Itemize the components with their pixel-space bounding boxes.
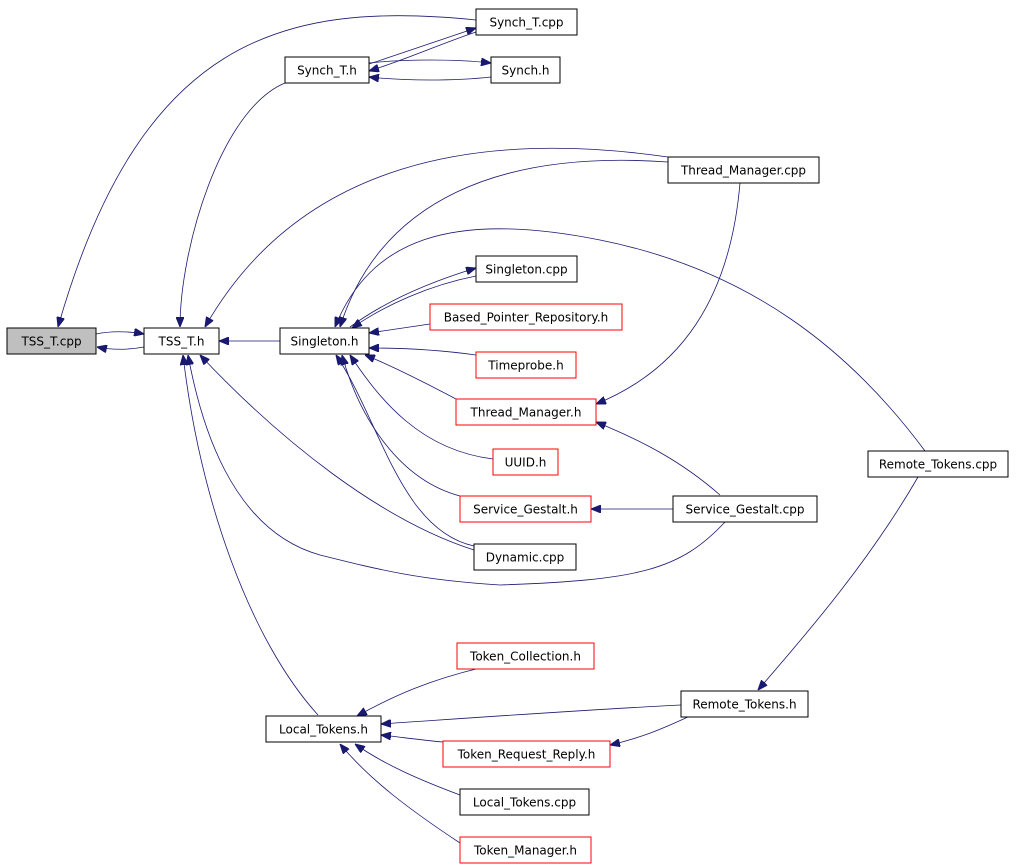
node-label: TSS_T.h [158, 335, 205, 349]
node-label: Service_Gestalt.h [473, 503, 578, 517]
node-label: Thread_Manager.cpp [680, 164, 806, 178]
edges-layer [58, 15, 926, 844]
edge-singleton_cpp-to-singleton_h [352, 275, 477, 328]
node-tss-t-cpp[interactable]: TSS_T.cpp [6, 327, 97, 355]
node-thread-manager-cpp[interactable]: Thread_Manager.cpp [667, 156, 820, 184]
node-label: Service_Gestalt.cpp [685, 503, 804, 517]
edge-remote_tokens_h-to-local_tokens_h [381, 704, 682, 724]
edge-thread_manager_cpp-to-tss_t_h [205, 147, 669, 327]
node-synch-t-cpp[interactable]: Synch_T.cpp [475, 8, 578, 36]
node-based-pointer-repository-h[interactable]: Based_Pointer_Repository.h [429, 303, 623, 331]
node-token-request-reply-h[interactable]: Token_Request_Reply.h [442, 740, 611, 768]
node-label: Thread_Manager.h [470, 406, 582, 420]
node-local-tokens-h[interactable]: Local_Tokens.h [265, 715, 382, 743]
edge-uuid_h-to-singleton_h [350, 355, 494, 460]
edge-dynamic_cpp-to-singleton_h [336, 355, 475, 547]
edge-service_gestalt_cpp-to-thread_manager_h [596, 422, 721, 496]
node-singleton-cpp[interactable]: Singleton.cpp [475, 255, 578, 283]
node-timeprobe-h[interactable]: Timeprobe.h [475, 351, 577, 379]
edge-thread_manager_h-to-singleton_h [365, 355, 457, 400]
edge-tss_t_h-to-tss_t_cpp [97, 347, 145, 349]
node-label: Based_Pointer_Repository.h [444, 311, 608, 325]
node-label: Singleton.cpp [485, 263, 567, 277]
edge-synch_t_cpp-to-synch_t_h [369, 31, 477, 71]
node-label: Timeprobe.h [487, 359, 563, 373]
edge-dynamic_cpp-to-tss_t_h [200, 355, 475, 551]
node-synch-h[interactable]: Synch.h [490, 56, 561, 84]
edge-synch_t_cpp-to-tss_t_cpp [58, 15, 477, 327]
edge-remote_tokens_cpp-to-singleton_h [335, 228, 926, 452]
edge-local_tokens_cpp-to-local_tokens_h [355, 744, 461, 796]
edge-service_gestalt_h-to-singleton_h [342, 355, 461, 497]
edge-thread_manager_cpp-to-singleton_h [340, 159, 669, 327]
node-label: Token_Manager.h [473, 844, 577, 858]
edge-thread_manager_cpp-to-thread_manager_h [596, 182, 741, 404]
node-label: Synch_T.cpp [489, 16, 563, 30]
node-label: Token_Collection.h [469, 650, 581, 664]
node-synch-t-h[interactable]: Synch_T.h [284, 56, 370, 84]
node-token-collection-h[interactable]: Token_Collection.h [456, 642, 595, 670]
node-label: UUID.h [505, 456, 547, 470]
edge-token_request_reply_h-to-local_tokens_h [381, 735, 444, 743]
node-label: TSS_T.cpp [20, 335, 81, 349]
node-uuid-h[interactable]: UUID.h [492, 448, 559, 476]
node-label: Remote_Tokens.cpp [879, 458, 997, 472]
node-label: Local_Tokens.cpp [473, 796, 576, 810]
node-tss-t-h[interactable]: TSS_T.h [143, 327, 220, 355]
nodes-layer: TSS_T.cpp TSS_T.h Synch_T.cpp Synch_T.h … [6, 8, 1009, 864]
node-token-manager-h[interactable]: Token_Manager.h [459, 836, 592, 864]
edge-based_pointer_repository_h-to-singleton_h [369, 323, 431, 333]
node-service-gestalt-cpp[interactable]: Service_Gestalt.cpp [672, 495, 818, 523]
node-remote-tokens-cpp[interactable]: Remote_Tokens.cpp [867, 450, 1009, 478]
edge-synch_t_h-to-synch_h [368, 60, 491, 63]
node-label: Singleton.h [291, 335, 359, 349]
node-thread-manager-h[interactable]: Thread_Manager.h [455, 398, 597, 426]
node-label: Local_Tokens.h [279, 723, 368, 737]
node-remote-tokens-h[interactable]: Remote_Tokens.h [680, 690, 809, 718]
edge-remote_tokens_h-to-token_request_reply_h [610, 715, 691, 745]
edge-synch_t_h-to-tss_t_h [180, 82, 286, 327]
node-dynamic-cpp[interactable]: Dynamic.cpp [473, 543, 577, 571]
node-service-gestalt-h[interactable]: Service_Gestalt.h [459, 495, 592, 523]
node-label: Synch_T.h [297, 64, 357, 78]
node-local-tokens-cpp[interactable]: Local_Tokens.cpp [459, 788, 590, 816]
edge-tss_t_cpp-to-tss_t_h [95, 332, 144, 334]
node-singleton-h[interactable]: Singleton.h [279, 327, 370, 355]
node-label: Token_Request_Reply.h [457, 748, 596, 762]
edge-token_manager_h-to-local_tokens_h [340, 744, 461, 844]
node-label: Remote_Tokens.h [692, 698, 796, 712]
edge-timeprobe_h-to-singleton_h [369, 348, 477, 356]
node-label: Synch.h [502, 64, 550, 78]
edge-local_tokens_h-to-tss_t_h [183, 355, 319, 716]
node-label: Dynamic.cpp [486, 551, 565, 565]
edge-token_collection_h-to-local_tokens_h [357, 667, 481, 716]
edge-service_gestalt_cpp-to-tss_t_h [188, 355, 726, 586]
edge-synch_h-to-synch_t_h [369, 77, 492, 80]
edge-remote_tokens_cpp-to-remote_tokens_h [758, 476, 919, 690]
edge-synch_t_h-to-synch_t_cpp [368, 28, 476, 65]
